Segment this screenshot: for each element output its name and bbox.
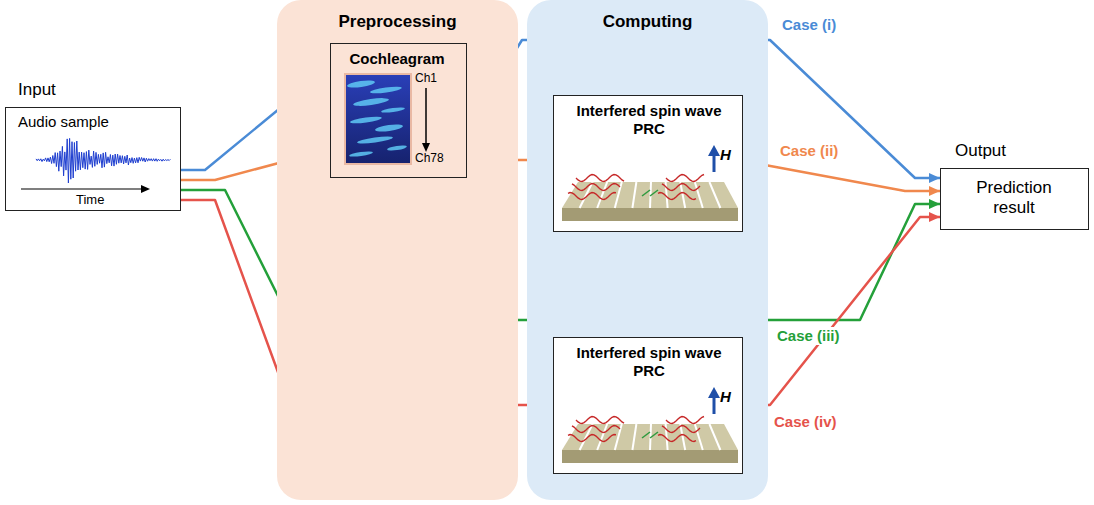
antenna-stripe bbox=[680, 424, 685, 450]
green-arrow bbox=[650, 190, 658, 196]
spin-wave bbox=[568, 193, 616, 200]
arrow-head bbox=[929, 173, 940, 183]
output-heading: Output bbox=[955, 141, 1006, 161]
antenna-stripe bbox=[695, 424, 703, 450]
cochleagram-streak bbox=[375, 123, 404, 133]
case-label: Case (iii) bbox=[775, 327, 842, 345]
spin-wave bbox=[572, 426, 620, 433]
antenna-stripe bbox=[709, 182, 720, 208]
green-arrow bbox=[642, 190, 650, 196]
cochleagram-streak bbox=[387, 145, 407, 152]
field-arrow-head bbox=[708, 145, 720, 156]
antenna-stripe bbox=[632, 182, 636, 208]
time-axis-head bbox=[141, 185, 150, 193]
field-symbol: H bbox=[720, 388, 731, 406]
cochleagram-image bbox=[345, 74, 411, 164]
band-heading: Computing bbox=[527, 12, 768, 32]
antenna-stripe bbox=[597, 424, 607, 450]
case-label: Case (i) bbox=[780, 16, 838, 34]
audio-label: Audio sample bbox=[18, 113, 109, 131]
cochleagram-streak bbox=[347, 79, 376, 89]
green-arrow bbox=[650, 432, 658, 438]
spin-wave bbox=[666, 417, 704, 424]
spin-wave bbox=[572, 184, 620, 191]
cochleagram-streak bbox=[349, 150, 373, 157]
antenna-stripe bbox=[580, 182, 593, 208]
cochleagram-streak bbox=[357, 135, 393, 145]
audio-waveform bbox=[36, 138, 170, 183]
spin-wave bbox=[576, 175, 624, 182]
slab-top bbox=[562, 182, 738, 208]
box-title: Interfered spin wave PRC bbox=[564, 344, 734, 380]
cochleagram-streak bbox=[370, 85, 402, 94]
band-heading: Preprocessing bbox=[277, 12, 518, 32]
spin-wave bbox=[658, 193, 696, 200]
antenna-stripe bbox=[709, 424, 720, 450]
cochleagram-streak bbox=[350, 115, 382, 124]
slab-front bbox=[562, 208, 738, 221]
field-arrow bbox=[713, 396, 716, 414]
spin-wave bbox=[658, 435, 696, 442]
spin-wave-prc-box: Interfered spin wave PRC H bbox=[553, 95, 743, 232]
field-symbol: H bbox=[720, 146, 731, 164]
channel-label: Ch1 bbox=[415, 71, 437, 85]
field-arrow bbox=[713, 154, 716, 172]
antenna-stripe bbox=[597, 182, 607, 208]
cochleagram-streak bbox=[381, 106, 405, 113]
case-label: Case (iv) bbox=[772, 413, 839, 431]
channel-label: Ch78 bbox=[415, 151, 444, 165]
green-arrow bbox=[642, 432, 650, 438]
arrow-head bbox=[929, 199, 940, 209]
spin-wave bbox=[568, 435, 616, 442]
spin-wave bbox=[662, 184, 700, 191]
connector-line bbox=[743, 165, 940, 191]
input-heading: Input bbox=[18, 80, 56, 100]
computing-band: ComputingInterfered spin wave PRCHInterf… bbox=[527, 0, 768, 500]
spin-wave bbox=[666, 175, 704, 182]
arrow-head bbox=[929, 212, 940, 222]
cochleagram-box: CochleagramCh1Ch78 bbox=[330, 43, 467, 178]
case-connector bbox=[743, 212, 940, 405]
box-title: Interfered spin wave PRC bbox=[564, 102, 734, 138]
box-title: Cochleagram bbox=[331, 50, 463, 68]
connector-line bbox=[743, 217, 940, 405]
antenna-stripe bbox=[580, 424, 593, 450]
case-connector bbox=[743, 165, 940, 196]
spin-wave bbox=[576, 417, 624, 424]
cochleagram-streak bbox=[353, 97, 389, 108]
time-axis bbox=[21, 188, 142, 189]
antenna-stripe bbox=[695, 182, 703, 208]
channel-arrow bbox=[425, 88, 427, 144]
arrow-head bbox=[929, 186, 940, 196]
field-arrow-head bbox=[708, 387, 720, 398]
slab-top bbox=[562, 424, 738, 450]
antenna-stripe bbox=[632, 424, 636, 450]
preprocessing-band: PreprocessingCochleagramCh1Ch78 bbox=[277, 0, 518, 500]
case-label: Case (ii) bbox=[778, 142, 840, 160]
spin-wave bbox=[662, 426, 700, 433]
axis-label: Time bbox=[76, 192, 104, 208]
channel-arrow-head bbox=[422, 143, 430, 152]
result-label: Prediction result bbox=[963, 178, 1065, 219]
spin-wave-prc-box: Interfered spin wave PRC H bbox=[553, 337, 743, 474]
output-box: OutputPrediction result bbox=[940, 168, 1089, 230]
slab-front bbox=[562, 450, 738, 463]
input-box: InputAudio sampleTime bbox=[5, 107, 181, 211]
antenna-stripe bbox=[680, 182, 685, 208]
